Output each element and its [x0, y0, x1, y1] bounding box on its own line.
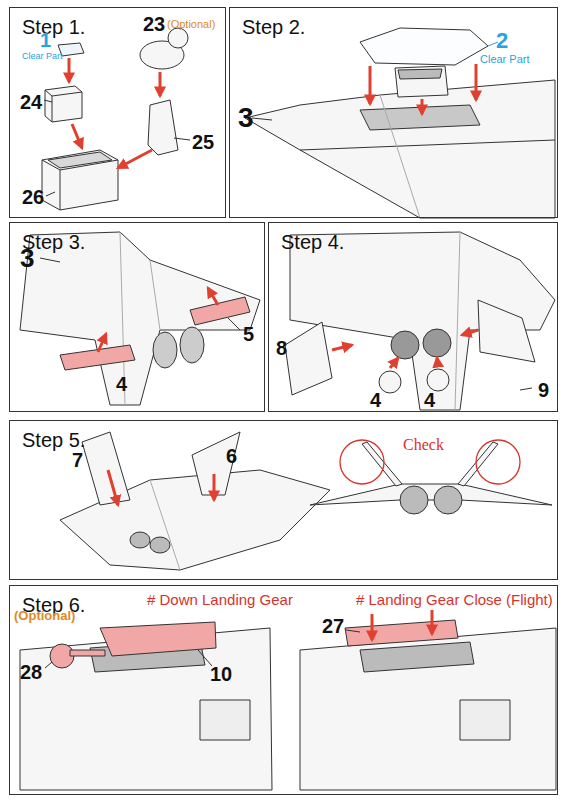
airframe-underside	[290, 232, 555, 410]
callout-number: 5	[243, 324, 254, 344]
seat-back-part	[148, 100, 178, 155]
callout-number: 25	[192, 132, 214, 152]
callout-number: 4	[370, 390, 381, 410]
callout-number: 10	[210, 664, 232, 684]
fuselage-closeup	[300, 628, 556, 790]
pink-part	[60, 345, 135, 370]
callout-number: 1	[40, 30, 51, 50]
callout-number: 9	[538, 380, 549, 400]
optional-note: (Optional)	[167, 19, 215, 30]
tail-fin-part	[82, 432, 130, 505]
step-panel: Step 4.	[268, 222, 558, 412]
fin-part	[478, 300, 535, 362]
step-heading: Step 4.	[281, 231, 344, 254]
rear-view	[310, 484, 552, 505]
callout-number: 7	[72, 450, 83, 470]
nozzle-part	[379, 371, 401, 393]
check-circle	[476, 440, 520, 484]
callout-number: 2	[496, 30, 508, 52]
clear-part-note: Clear Part	[22, 52, 63, 61]
airframe-underside	[20, 232, 260, 405]
clear-part-note: Clear Part	[480, 54, 530, 65]
callout-number: 3	[238, 104, 254, 132]
canopy-part	[360, 28, 488, 65]
callout-number: 26	[22, 187, 44, 207]
pink-part	[190, 297, 250, 325]
assembly-arrows	[69, 58, 478, 640]
check-note: Check	[403, 437, 444, 453]
fin-part	[285, 322, 332, 395]
cockpit-tub-part	[42, 150, 118, 210]
callout-number: 3	[20, 245, 34, 271]
step-panel: Step 5.	[9, 420, 558, 580]
mode-heading: # Down Landing Gear	[147, 592, 293, 607]
callout-number: 23	[143, 14, 165, 34]
step-panel: Step 6.	[9, 585, 558, 795]
mode-heading: # Landing Gear Close (Flight)	[356, 592, 553, 607]
callout-number: 8	[276, 338, 287, 358]
check-circle	[340, 440, 384, 484]
callout-number: 4	[116, 374, 127, 394]
step-heading: Step 5.	[22, 429, 85, 452]
step-heading: Step 1.	[22, 16, 85, 39]
callout-number: 24	[20, 92, 42, 112]
step-heading: Step 2.	[242, 16, 305, 39]
gear-door-part	[345, 620, 458, 646]
callout-number: 6	[226, 446, 237, 466]
callout-number: 28	[20, 662, 42, 682]
fuselage	[245, 80, 555, 218]
step-panel: Step 2.	[229, 7, 558, 218]
callout-number: 27	[322, 616, 344, 636]
step-panel: Step 3.	[9, 222, 265, 412]
callout-number: 4	[424, 390, 435, 410]
optional-note: (Optional)	[14, 609, 75, 622]
seat-part	[45, 86, 82, 122]
cockpit-assembly	[395, 66, 448, 97]
nozzle-part	[427, 369, 449, 391]
tail-fin-part	[192, 432, 240, 495]
